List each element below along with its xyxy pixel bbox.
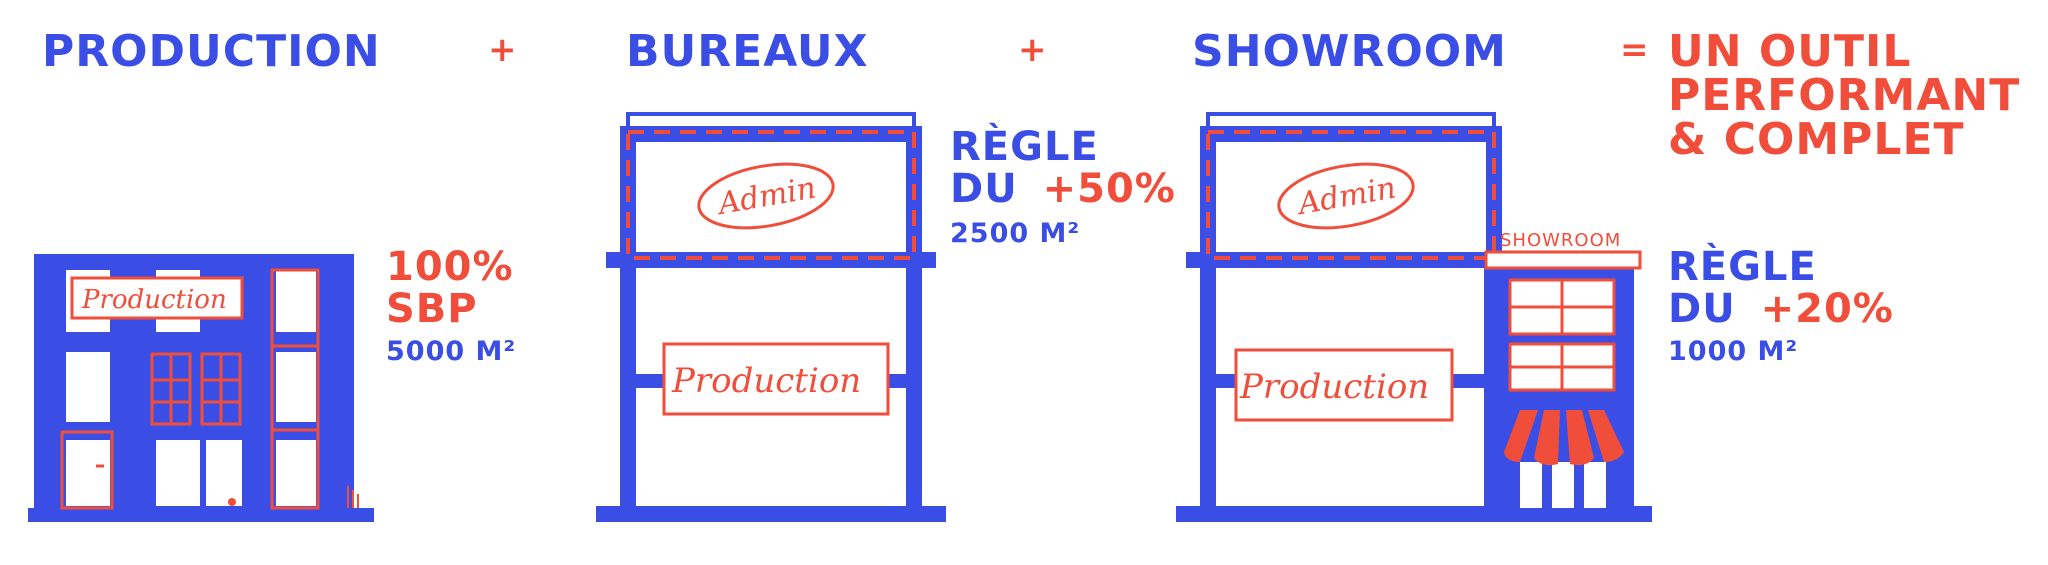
heading-production: PRODUCTION xyxy=(42,26,381,77)
showroom-rule-title: RÈGLE xyxy=(1668,244,1817,290)
building-showroom-icon xyxy=(1176,112,1652,522)
showroom-sign-text: SHOWROOM xyxy=(1500,230,1621,251)
bureaux-rule-line: DU +50% xyxy=(950,168,1176,210)
showroom-rule-du: DU xyxy=(1668,286,1736,332)
building-bureaux-icon xyxy=(596,112,946,522)
building-production-icon xyxy=(28,254,374,522)
awning-icon xyxy=(1504,410,1624,466)
plus-operator-2: + xyxy=(1018,30,1048,70)
bureaux-rule-percentage: +50% xyxy=(1042,166,1176,212)
heading-showroom: SHOWROOM xyxy=(1192,26,1507,77)
production-percentage: 100% xyxy=(386,244,514,290)
production-sign-text: Production xyxy=(81,285,227,315)
heading-bureaux: BUREAUX xyxy=(626,26,869,77)
bureaux-production-sign-text: Production xyxy=(671,361,861,401)
bureaux-rule-title: RÈGLE xyxy=(950,124,1099,170)
bureaux-area: 2500 M² xyxy=(950,218,1081,249)
production-sbp-label: SBP xyxy=(386,286,478,332)
result-line-2: PERFORMANT xyxy=(1668,70,2021,121)
bureaux-rule-du: DU xyxy=(950,166,1018,212)
equals-operator: = xyxy=(1620,30,1650,70)
showroom-production-sign-text: Production xyxy=(1239,367,1429,407)
production-area: 5000 M² xyxy=(386,336,517,367)
showroom-rule-percentage: +20% xyxy=(1760,286,1894,332)
result-line-3: & COMPLET xyxy=(1668,114,1965,165)
result-line-1: UN OUTIL xyxy=(1668,26,1912,77)
result-statement: UN OUTIL PERFORMANT & COMPLET xyxy=(1668,30,2020,162)
showroom-area: 1000 M² xyxy=(1668,336,1799,367)
showroom-rule-line: DU +20% xyxy=(1668,288,1894,330)
plus-operator-1: + xyxy=(488,30,518,70)
